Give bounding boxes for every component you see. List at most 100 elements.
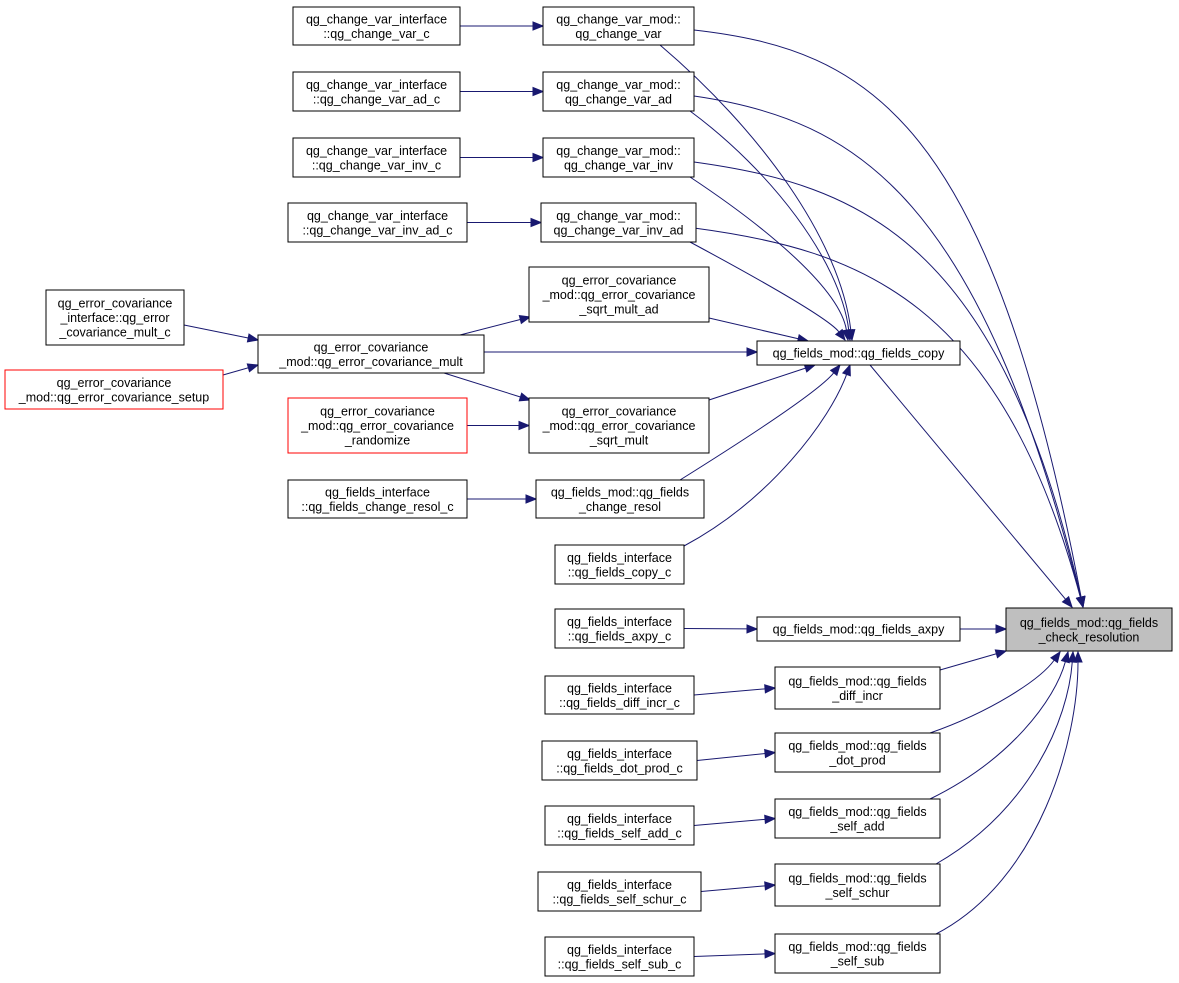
node-fi-axpy-c-label-line: qg_fields_interface [567,615,672,629]
node-f-schur[interactable]: qg_fields_mod::qg_fields_self_schur [774,863,941,907]
node-f-dot-label-line: qg_fields_mod::qg_fields [788,739,926,753]
node-target[interactable]: qg_fields_mod::qg_fields_check_resolutio… [1005,607,1173,652]
node-cv-inv-ad-label-line: qg_change_var_mod:: [556,209,680,223]
edge-ec-mult-c-to-ec-mult-arrowhead [246,333,260,343]
edge-f-add-to-target [929,661,1066,800]
node-f-copy[interactable]: qg_fields_mod::qg_fields_copy [756,340,961,366]
node-f-sub-label-line: _self_sub [830,954,885,968]
node-fi-copy-c-box [554,544,685,585]
node-fi-add-c[interactable]: qg_fields_interface::qg_fields_self_add_… [544,805,695,846]
node-cv-c[interactable]: qg_change_var_interface::qg_change_var_c [292,6,461,46]
node-ec-sqrt-box [528,397,710,454]
node-cv-inv-ad-c-label-line: qg_change_var_interface [307,209,448,223]
node-fi-sub-c[interactable]: qg_fields_interface::qg_fields_self_sub_… [544,936,695,977]
node-cv-inv-c-label-line: qg_change_var_interface [306,144,447,158]
node-fi-axpy-c[interactable]: qg_fields_interface::qg_fields_axpy_c [554,608,685,649]
node-fi-schur-c[interactable]: qg_fields_interface::qg_fields_self_schu… [537,871,702,912]
node-cv-c-label-line: ::qg_change_var_c [323,27,429,41]
node-fi-add-c-label-line: qg_fields_interface [567,812,672,826]
node-cv-inv[interactable]: qg_change_var_mod::qg_change_var_inv [542,137,695,178]
node-cv-ad-c-label-line: qg_change_var_interface [306,78,447,92]
node-fi-resol-c[interactable]: qg_fields_interface::qg_fields_change_re… [287,479,468,519]
node-ec-mult-c-label-line: qg_error_covariance [58,297,173,311]
node-cv-inv-c[interactable]: qg_change_var_interface::qg_change_var_i… [292,137,461,178]
node-ec-sqrt-ad-label-line: _mod::qg_error_covariance [542,288,696,302]
edge-cv-inv-ad-to-f-copy [689,241,840,333]
node-fi-diff-c-box [544,675,695,715]
node-fi-diff-c-label-line: ::qg_fields_diff_incr_c [559,696,680,710]
node-ec-rand-box [287,397,468,454]
node-cv-ad-c[interactable]: qg_change_var_interface::qg_change_var_a… [292,71,461,112]
node-cv-c-box [292,6,461,46]
node-cv[interactable]: qg_change_var_mod::qg_change_var [542,6,695,46]
node-f-sub-label-line: qg_fields_mod::qg_fields [788,940,926,954]
node-ec-sqrt-ad[interactable]: qg_error_covariance_mod::qg_error_covari… [528,266,710,323]
node-f-sub[interactable]: qg_fields_mod::qg_fields_self_sub [774,933,941,974]
node-cv-ad-c-box [292,71,461,112]
edge-cv-inv-to-f-copy [689,176,847,331]
edge-ec-sqrt-ad-to-f-copy [708,317,799,340]
node-ec-setup-box [4,369,224,410]
node-cv-inv-ad-label-line: qg_change_var_inv_ad [554,223,684,237]
node-f-diff-box [774,666,941,710]
edge-f-axpy-to-target-arrowhead [995,624,1008,634]
edges-layer [183,21,1086,959]
node-f-axpy-label-line: qg_fields_mod::qg_fields_axpy [773,623,945,637]
edge-cv-to-target [693,29,1082,598]
edge-fi-sub-c-to-f-sub [693,953,766,957]
node-fi-axpy-c-box [554,608,685,649]
node-ec-rand[interactable]: qg_error_covariance_mod::qg_error_covari… [287,397,468,454]
edge-cv-inv-ad-to-target-arrowhead [1075,595,1085,609]
node-cv-ad[interactable]: qg_change_var_mod::qg_change_var_ad [542,71,695,112]
node-cv-inv-label-line: qg_change_var_inv [564,158,674,172]
node-ec-mult[interactable]: qg_error_covariance_mod::qg_error_covari… [257,334,485,374]
node-f-resol[interactable]: qg_fields_mod::qg_fields_change_resol [535,479,705,519]
node-ec-sqrt[interactable]: qg_error_covariance_mod::qg_error_covari… [528,397,710,454]
edge-fi-copy-c-to-f-copy-arrowhead [841,363,851,377]
node-target-box [1005,607,1173,652]
node-fi-copy-c-label-line: qg_fields_interface [567,551,672,565]
node-ec-sqrt-ad-label-line: _sqrt_mult_ad [578,303,658,317]
node-f-dot-box [774,732,941,773]
edge-f-add-to-target-arrowhead [1060,650,1070,664]
node-fi-diff-c-label-line: qg_fields_interface [567,681,672,695]
node-f-diff-label-line: qg_fields_mod::qg_fields [788,674,926,688]
node-f-dot[interactable]: qg_fields_mod::qg_fields_dot_prod [774,732,941,773]
node-cv-inv-ad-c[interactable]: qg_change_var_interface::qg_change_var_i… [287,202,468,243]
node-ec-sqrt-ad-box [528,266,710,323]
edge-cv-inv-ad-to-target [693,227,1081,598]
node-ec-mult-label-line: _mod::qg_error_covariance_mult [278,355,463,369]
node-f-copy-label-line: qg_fields_mod::qg_fields_copy [773,347,945,361]
edge-f-copy-to-target-arrowhead [1061,595,1073,609]
node-ec-rand-label-line: qg_error_covariance [320,405,435,419]
node-fi-resol-c-label-line: ::qg_fields_change_resol_c [301,500,453,514]
node-fi-copy-c[interactable]: qg_fields_interface::qg_fields_copy_c [554,544,685,585]
edge-fi-dot-c-to-f-dot-arrowhead [764,748,777,759]
edge-cv-inv-to-f-copy-arrowhead [841,328,852,342]
node-target-label-line: _check_resolution [1038,630,1140,644]
edge-f-sub-to-target-arrowhead [1073,650,1083,663]
node-fi-copy-c-label-line: ::qg_fields_copy_c [568,565,672,579]
node-cv-inv-ad[interactable]: qg_change_var_mod::qg_change_var_inv_ad [540,202,697,243]
node-ec-setup[interactable]: qg_error_covariance_mod::qg_error_covari… [4,369,224,410]
node-f-axpy[interactable]: qg_fields_mod::qg_fields_axpy [756,616,961,642]
edge-f-dot-to-target [929,659,1055,734]
edge-ec-setup-to-ec-mult [222,367,249,376]
node-fi-resol-c-box [287,479,468,519]
nodes-layer: qg_change_var_interface::qg_change_var_c… [4,6,1173,977]
edge-fi-schur-c-to-f-schur-arrowhead [764,881,777,891]
node-fi-dot-c[interactable]: qg_fields_interface::qg_fields_dot_prod_… [541,740,698,781]
node-f-diff[interactable]: qg_fields_mod::qg_fields_diff_incr [774,666,941,710]
node-cv-inv-ad-c-box [287,202,468,243]
edge-fi-schur-c-to-f-schur [700,885,766,892]
node-f-add[interactable]: qg_fields_mod::qg_fields_self_add [774,798,941,839]
node-f-schur-label-line: _self_schur [825,886,890,900]
node-fi-dot-c-label-line: qg_fields_interface [567,747,672,761]
edge-ec-sqrt-to-f-copy [708,367,806,401]
node-ec-mult-c[interactable]: qg_error_covariance_interface::qg_error_… [45,289,185,346]
edge-f-resol-to-f-copy [679,372,835,481]
node-fi-diff-c[interactable]: qg_fields_interface::qg_fields_diff_incr… [544,675,695,715]
node-fi-schur-c-label-line: ::qg_fields_self_schur_c [552,892,686,906]
node-cv-label-line: qg_change_var [575,27,661,41]
